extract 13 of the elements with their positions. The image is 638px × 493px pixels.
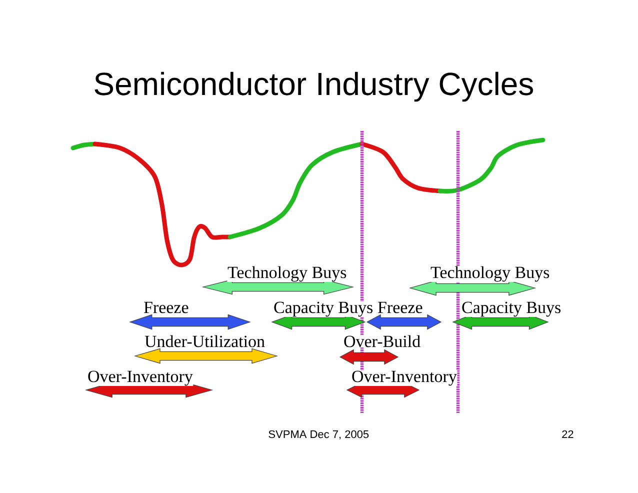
arrow-label: Over-Build — [343, 334, 421, 348]
arrow-label: Capacity Buys — [273, 301, 374, 317]
arrow-label: Freeze — [143, 302, 190, 314]
arrow-label: Over-Inventory — [351, 370, 458, 386]
arrow-label: Technology Buys — [227, 266, 348, 282]
arrow-label: Over-Inventory — [87, 370, 194, 386]
arrow-label: Technology Buys — [430, 266, 550, 282]
arrow-label: Under-Utilization — [144, 334, 266, 348]
arrow-label: Freeze — [377, 302, 424, 314]
footer-text: SVPMA Dec 7, 2005 — [268, 430, 369, 440]
page-number: 22 — [562, 430, 574, 438]
arrow-label: Capacity Buys — [461, 301, 562, 317]
title: Semiconductor Industry Cycles — [94, 72, 534, 102]
